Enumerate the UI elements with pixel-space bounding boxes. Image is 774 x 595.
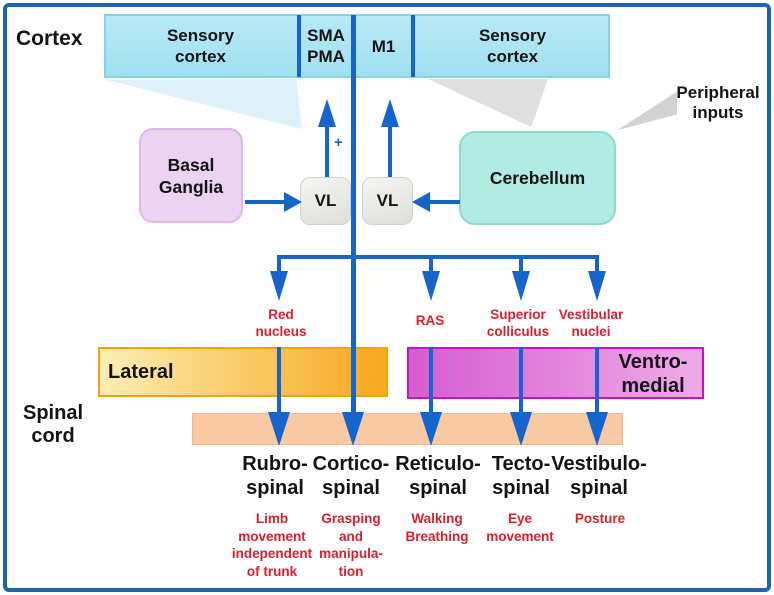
corticospinal-line bbox=[351, 15, 356, 414]
lateral-system-bar: Lateral bbox=[98, 347, 388, 397]
rubrospinal-shaft bbox=[277, 347, 281, 414]
branch-ras-arrowhead bbox=[422, 271, 440, 301]
peripheral-inputs-label: Peripheral inputs bbox=[676, 83, 760, 122]
function-vestibulospinal: Posture bbox=[574, 511, 626, 526]
cortex-segment-m1: M1 bbox=[371, 36, 396, 56]
branch-ras-shaft bbox=[429, 255, 433, 273]
lateral-label: Lateral bbox=[108, 360, 174, 383]
cortex-segment-sensory-left: Sensory cortex bbox=[166, 26, 235, 66]
basal-ganglia-box: Basal Ganglia bbox=[139, 128, 243, 223]
tract-rubrospinal: Rubro- spinal bbox=[242, 453, 308, 499]
tectospinal-arrowhead bbox=[510, 412, 532, 446]
vestibulospinal-arrowhead bbox=[586, 412, 608, 446]
tract-corticospinal: Cortico- spinal bbox=[312, 453, 390, 499]
reticulospinal-arrowhead bbox=[420, 412, 442, 446]
vl-right-ascending-arrowhead bbox=[381, 99, 399, 127]
cerebellum-box: Cerebellum bbox=[459, 131, 616, 225]
cerebellum-to-vl-arrowhead bbox=[412, 192, 430, 212]
cortex-divider-1 bbox=[297, 15, 301, 77]
spinal-cord-label: Spinal cord bbox=[22, 402, 83, 447]
function-tectospinal: Eye movement bbox=[486, 511, 554, 544]
branch-vestibular-arrowhead bbox=[588, 271, 606, 301]
tract-vestibulospinal: Vestibulo- spinal bbox=[551, 453, 647, 499]
ventromedial-label: Ventro- medial bbox=[618, 351, 688, 397]
tectospinal-shaft bbox=[519, 347, 523, 414]
red-nucleus-label: Red nucleus bbox=[255, 307, 307, 339]
cortex-divider-2 bbox=[411, 15, 415, 77]
function-reticulospinal: Walking Breathing bbox=[405, 511, 469, 544]
basal-ganglia-to-vl-arrowhead bbox=[284, 192, 302, 212]
ras-label: RAS bbox=[415, 313, 445, 328]
superior-colliculus-label: Superior colliculus bbox=[486, 307, 550, 339]
ventromedial-system-bar: Ventro- medial bbox=[407, 347, 704, 399]
tract-tectospinal: Tecto- spinal bbox=[491, 453, 551, 499]
cortex-segment-sensory-right: Sensory cortex bbox=[478, 26, 547, 66]
branch-superior-colliculus-shaft bbox=[519, 255, 523, 273]
function-corticospinal: Grasping and manipula- tion bbox=[319, 511, 383, 579]
function-rubrospinal: Limb movement independent of trunk bbox=[231, 511, 313, 579]
corticospinal-arrowhead bbox=[342, 412, 364, 446]
branch-red-nucleus-shaft bbox=[277, 255, 281, 273]
vestibulospinal-shaft bbox=[595, 347, 599, 414]
tract-reticulospinal: Reticulo- spinal bbox=[395, 453, 481, 499]
brainstem-branch-line bbox=[277, 255, 599, 259]
vestibular-nuclei-label: Vestibular nuclei bbox=[558, 307, 624, 339]
branch-red-nucleus-arrowhead bbox=[270, 271, 288, 301]
cortex-segment-sma-pma: SMA PMA bbox=[307, 26, 345, 66]
spinal-cord-bar bbox=[192, 413, 623, 445]
cortex-bar bbox=[104, 14, 610, 78]
vl-left-ascending-shaft bbox=[325, 126, 329, 177]
reticulospinal-shaft bbox=[429, 347, 433, 414]
vl-left-ascending-arrowhead bbox=[318, 99, 336, 127]
plus-sign: + bbox=[334, 134, 343, 151]
cortex-label: Cortex bbox=[16, 27, 83, 50]
rubrospinal-arrowhead bbox=[268, 412, 290, 446]
branch-vestibular-shaft bbox=[595, 255, 599, 273]
vl-right-ascending-shaft bbox=[388, 126, 392, 177]
vl-thalamus-right-box: VL bbox=[362, 177, 413, 225]
vl-thalamus-left-box: VL bbox=[300, 177, 351, 225]
branch-superior-colliculus-arrowhead bbox=[512, 271, 530, 301]
diagram-frame bbox=[3, 3, 771, 592]
cerebellum-to-vl-shaft bbox=[430, 200, 460, 204]
basal-ganglia-to-vl-shaft bbox=[245, 200, 285, 204]
